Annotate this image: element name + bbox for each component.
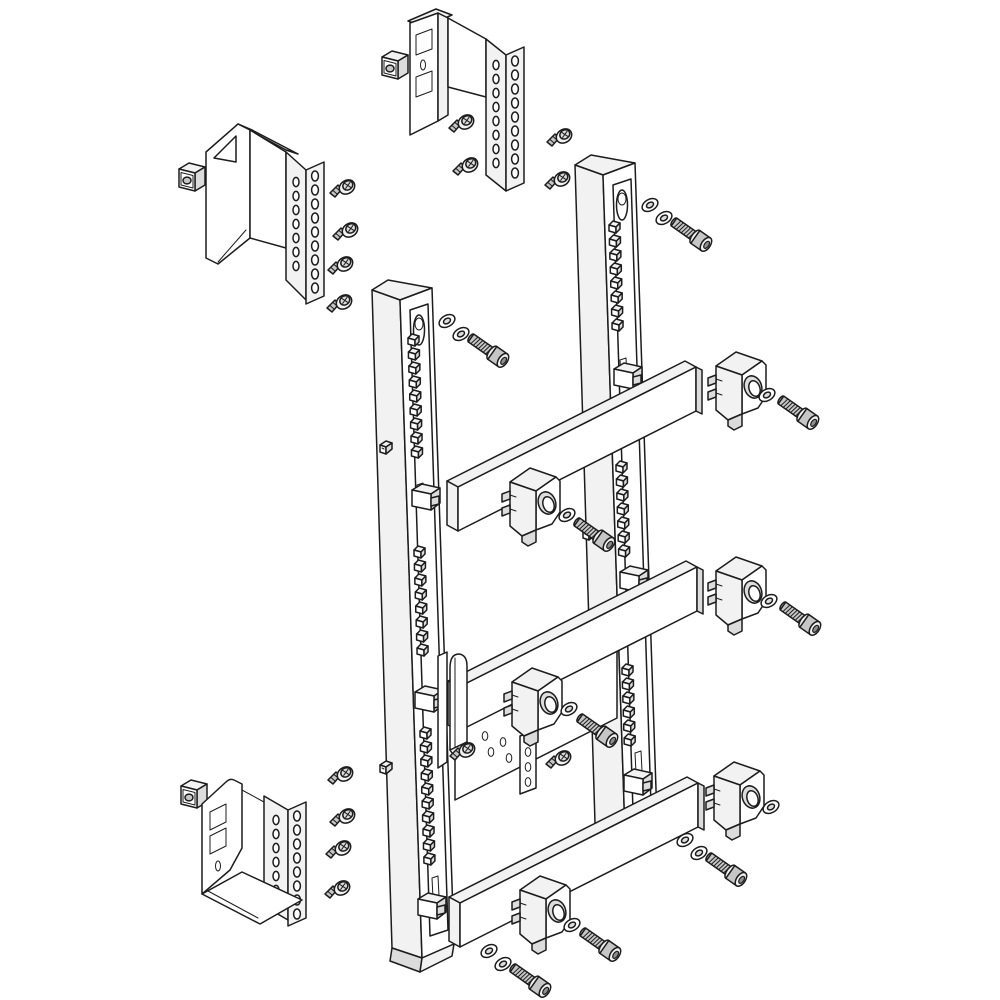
clamp-middle-right xyxy=(707,556,767,636)
rack-left-1-tooth-4 xyxy=(408,375,422,389)
rack-left-3-tooth-2 xyxy=(419,740,433,754)
screw-tc-1 xyxy=(448,111,478,133)
rack-left-1-tooth-3 xyxy=(408,361,421,375)
cage-nut-top-left xyxy=(178,162,206,192)
rack-right-3-tooth-6 xyxy=(623,733,636,747)
screw-bl-4 xyxy=(324,877,354,899)
rack-right-2-tooth-5 xyxy=(616,516,630,530)
rack-left-3-tooth-1 xyxy=(419,726,432,740)
rack-left-2-tooth-6 xyxy=(415,615,428,629)
rack-left-3-tooth-9 xyxy=(422,838,436,852)
screw-right-top xyxy=(774,391,822,433)
rack-left-1-tooth-2 xyxy=(407,347,421,361)
rack-right-1-tooth-2 xyxy=(608,234,622,248)
rack-right-3-tooth-1 xyxy=(621,663,634,677)
rack-left-3-tooth-4 xyxy=(420,768,434,782)
screw-tl-1 xyxy=(329,176,359,198)
rack-left-2-tooth-1 xyxy=(413,545,426,559)
screw-tc-4 xyxy=(544,168,574,190)
rack-right-1-tooth-1 xyxy=(608,220,621,234)
rack-left-2-tooth-4 xyxy=(414,587,428,601)
rack-right-2-tooth-7 xyxy=(617,544,631,558)
rack-left-3-tooth-7 xyxy=(421,810,435,824)
rack-right-2-tooth-3 xyxy=(616,488,629,502)
screw-tl-2 xyxy=(332,219,362,241)
screw-bl-1 xyxy=(327,763,357,785)
set1-screw xyxy=(464,329,512,371)
rack-left-1-tooth-6 xyxy=(409,403,422,417)
bracket-top-left xyxy=(205,123,325,305)
rack-right-2-tooth-4 xyxy=(616,502,630,516)
slide-right-3 xyxy=(623,768,653,796)
screw-tc-2 xyxy=(452,154,482,176)
rack-left-1-tooth-8 xyxy=(410,431,423,445)
bracket-bottom-left xyxy=(201,778,307,927)
rack-left-2-tooth-7 xyxy=(415,629,429,643)
set3-screw xyxy=(506,959,554,1000)
slide-left-3 xyxy=(417,892,447,920)
rack-right-1-tooth-3 xyxy=(609,248,622,262)
rack-left-2-tooth-2 xyxy=(413,559,427,573)
rack-left-2-tooth-3 xyxy=(414,573,427,587)
rack-right-2-tooth-1 xyxy=(615,460,628,474)
cage-nut-top-center xyxy=(381,50,409,80)
screw-right-middle xyxy=(776,597,824,639)
screw-clamp-bottom xyxy=(576,923,624,965)
slide-left-1 xyxy=(411,483,441,511)
parts-root xyxy=(178,8,824,1000)
rack-right-1-tooth-5 xyxy=(609,276,623,290)
busbar-top xyxy=(446,360,703,532)
rack-left-3-tooth-6 xyxy=(421,796,434,810)
screw-tl-3 xyxy=(327,253,357,275)
screw-bl-3 xyxy=(325,837,355,859)
screw-tl-4 xyxy=(326,291,356,313)
strip-middle xyxy=(437,651,448,769)
rack-right-3-tooth-4 xyxy=(622,705,636,719)
rack-left-1-tooth-1 xyxy=(407,333,420,347)
rack-left-3-tooth-5 xyxy=(420,782,434,796)
rack-right-1-tooth-4 xyxy=(609,262,623,276)
rack-right-1-tooth-8 xyxy=(611,318,624,332)
rack-left-3-tooth-10 xyxy=(423,852,436,866)
set3-washer-1 xyxy=(478,941,500,961)
rack-left-2-tooth-8 xyxy=(416,643,429,657)
clamp-bottom-right xyxy=(705,761,765,841)
set2-screw xyxy=(667,213,715,255)
rack-left-1-tooth-5 xyxy=(408,389,422,403)
rack-right-2-tooth-6 xyxy=(617,530,630,544)
rack-right-2-tooth-2 xyxy=(615,474,629,488)
rack-left-2-tooth-5 xyxy=(414,601,428,615)
rack-right-3-tooth-2 xyxy=(621,677,635,691)
rack-right-1-tooth-7 xyxy=(610,304,624,318)
screw-tc-3 xyxy=(546,125,576,147)
screw-bl-2 xyxy=(329,805,359,827)
rack-right-3-tooth-5 xyxy=(622,719,636,733)
set1-washer-1 xyxy=(436,311,458,331)
set4-screw xyxy=(702,848,750,890)
rack-left-3-tooth-8 xyxy=(422,824,435,838)
set2-washer-1 xyxy=(639,195,661,215)
rack-left-1-tooth-7 xyxy=(409,417,423,431)
rack-right-1-tooth-6 xyxy=(610,290,623,304)
clamp-top-right xyxy=(707,351,767,431)
rack-right-3-tooth-3 xyxy=(622,691,635,705)
rack-left-3-tooth-3 xyxy=(420,754,433,768)
rack-left-1-tooth-9 xyxy=(410,445,424,459)
